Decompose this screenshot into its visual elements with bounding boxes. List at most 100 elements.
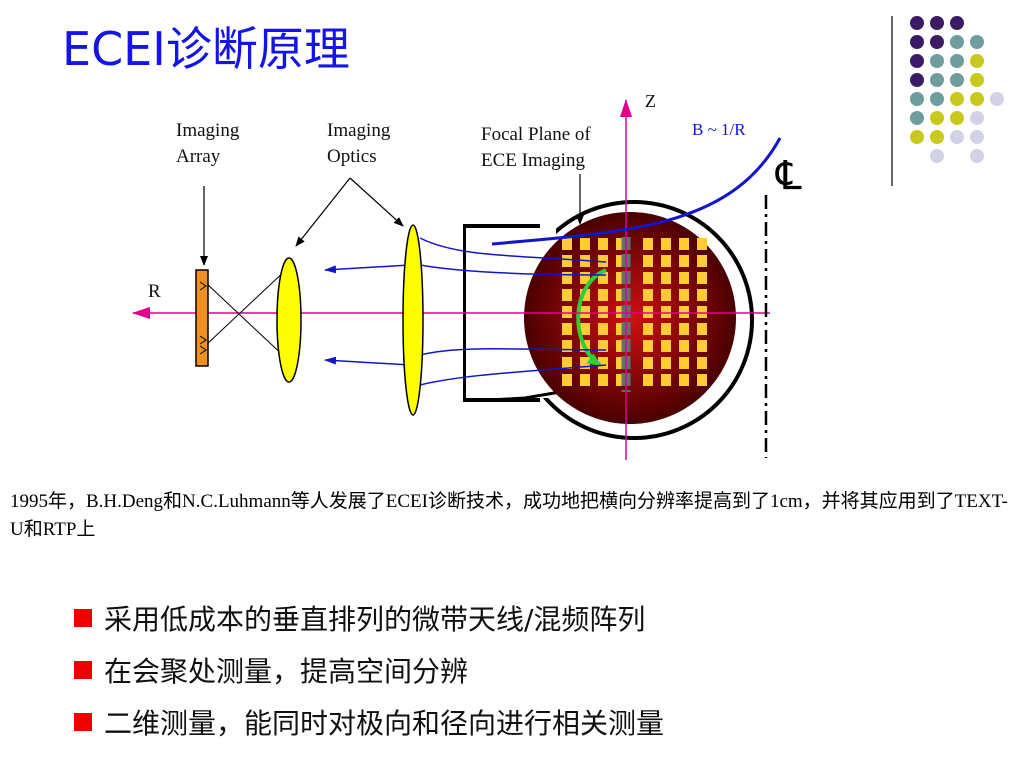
b-field-curve: [491, 137, 782, 246]
optics-pointer-2: [349, 177, 404, 227]
bullet-text: 二维测量，能同时对极向和径向进行相关测量: [104, 707, 665, 740]
detector-element: [643, 289, 653, 301]
detector-element: [697, 357, 707, 369]
detector-element: [643, 306, 653, 318]
detector-element: [616, 357, 626, 369]
decor-dot: [910, 35, 924, 49]
imaging-lens-2: [402, 224, 424, 416]
decor-dot: [950, 73, 964, 87]
detector-element: [679, 306, 689, 318]
detector-element: [661, 306, 671, 318]
decor-dot: [910, 111, 924, 125]
detector-element: [679, 272, 689, 284]
decor-dot: [910, 130, 924, 144]
imaging-optics-label: Imaging Optics: [327, 118, 390, 170]
detector-element: [616, 306, 626, 318]
detector-element: [679, 255, 689, 267]
decor-dot: [950, 130, 964, 144]
decor-dot: [970, 92, 984, 106]
decor-dot: [950, 35, 964, 49]
detector-element: [697, 306, 707, 318]
detector-element: [697, 289, 707, 301]
imaging-array-label-line2: Array: [176, 146, 221, 167]
decor-dot: [930, 73, 944, 87]
detector-element: [661, 238, 671, 250]
decor-dot: [970, 73, 984, 87]
bullet-marker-icon: [74, 661, 92, 679]
bullet-item: 采用低成本的垂直排列的微带天线/混频阵列: [74, 592, 664, 644]
detector-element: [616, 255, 626, 267]
detector-element: [598, 306, 608, 318]
detector-element: [598, 340, 608, 352]
detector-element: [679, 374, 689, 386]
imaging-array: [195, 269, 209, 367]
detector-element: [661, 289, 671, 301]
detector-element: [562, 374, 572, 386]
decor-dot: [970, 130, 984, 144]
decor-dot: [930, 35, 944, 49]
detector-element: [562, 357, 572, 369]
decor-dot: [970, 35, 984, 49]
decor-vertical-line: [891, 16, 893, 186]
detector-element: [598, 374, 608, 386]
bullet-text: 采用低成本的垂直排列的微带天线/混频阵列: [104, 603, 646, 636]
bullet-item: 二维测量，能同时对极向和径向进行相关测量: [74, 696, 664, 748]
rotation-arrow: [576, 268, 607, 367]
detector-element: [562, 272, 572, 284]
detector-element: [661, 272, 671, 284]
detector-element: [661, 374, 671, 386]
focal-plane-label-line2: ECE Imaging: [481, 150, 585, 171]
detector-element: [697, 340, 707, 352]
imaging-array-label: Imaging Array: [176, 118, 239, 170]
decor-dot-grid: [910, 16, 1004, 163]
detector-element: [580, 323, 590, 335]
detector-element: [580, 238, 590, 250]
decor-dot: [930, 92, 944, 106]
decor-dot: [910, 54, 924, 68]
b-field-label: B ~ 1/R: [692, 120, 746, 139]
detector-element: [562, 340, 572, 352]
detector-element: [661, 255, 671, 267]
detector-element: [679, 238, 689, 250]
detector-element: [616, 340, 626, 352]
detector-element: [679, 289, 689, 301]
description-text: 1995年，B.H.Deng和N.C.Luhmann等人发展了ECEI诊断技术，…: [10, 491, 1008, 540]
decor-dot: [950, 54, 964, 68]
decor-dot: [930, 54, 944, 68]
bullet-item: 在会聚处测量，提高空间分辨: [74, 644, 664, 696]
decor-dot: [970, 111, 984, 125]
detector-element: [697, 374, 707, 386]
detector-element: [580, 306, 590, 318]
decor-dot: [910, 92, 924, 106]
decor-dot: [970, 54, 984, 68]
focal-plane-label: Focal Plane of ECE Imaging: [481, 122, 591, 174]
detector-element: [643, 255, 653, 267]
centerline-symbol: ℄: [776, 153, 802, 198]
detector-element: [580, 357, 590, 369]
ecei-diagram: [132, 99, 782, 460]
r-axis-label: R: [148, 281, 161, 302]
imaging-optics-label-line1: Imaging: [327, 120, 391, 141]
detector-element: [598, 357, 608, 369]
imaging-lens-1: [276, 257, 302, 383]
z-axis-label: Z: [645, 91, 656, 111]
detector-element: [643, 374, 653, 386]
detector-element: [580, 289, 590, 301]
decor-dot: [950, 16, 964, 30]
detector-element: [643, 340, 653, 352]
detector-element: [616, 374, 626, 386]
bullet-marker-icon: [74, 609, 92, 627]
decor-dot: [950, 92, 964, 106]
bullet-list: 采用低成本的垂直排列的微带天线/混频阵列 在会聚处测量，提高空间分辨 二维测量，…: [74, 592, 664, 748]
decor-dot: [990, 92, 1004, 106]
detector-element: [562, 323, 572, 335]
array-elements: [199, 281, 207, 355]
decor-dot: [910, 73, 924, 87]
decor-dot: [970, 149, 984, 163]
detector-element: [616, 323, 626, 335]
detector-element: [679, 357, 689, 369]
decor-dot: [930, 130, 944, 144]
detector-element: [562, 289, 572, 301]
detector-element: [697, 323, 707, 335]
detector-element: [598, 272, 608, 284]
